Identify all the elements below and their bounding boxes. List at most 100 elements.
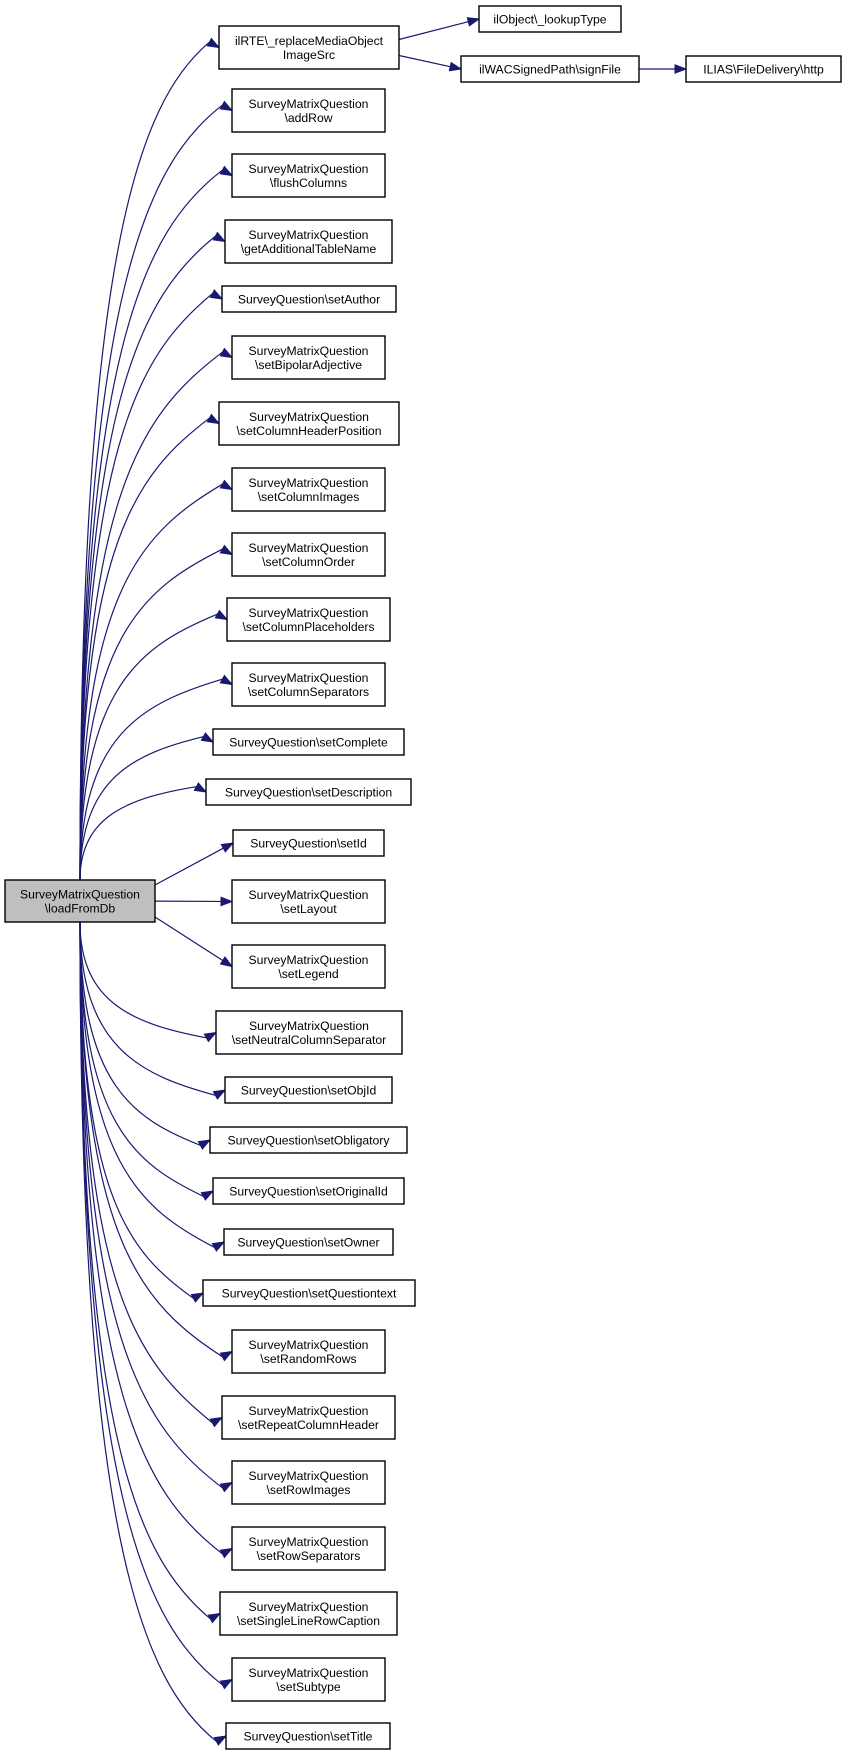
edge-root-to-n_obligatory-arrowhead <box>197 1139 212 1150</box>
node-n_rowseparators[interactable]: SurveyMatrixQuestion\setRowSeparators <box>231 1526 386 1571</box>
node-box[interactable] <box>685 55 842 83</box>
node-box[interactable] <box>225 1722 391 1750</box>
edge-root-to-n_owner-arrowhead <box>211 1241 226 1252</box>
node-n_description[interactable]: SurveyQuestion\setDescription <box>205 778 412 806</box>
node-box[interactable] <box>202 1279 416 1307</box>
node-label: \setSingleLineRowCaption <box>237 1614 380 1628</box>
node-label: SurveyMatrixQuestion <box>249 541 369 555</box>
node-n_colorder[interactable]: SurveyMatrixQuestion\setColumnOrder <box>231 532 386 577</box>
node-box[interactable] <box>231 88 386 133</box>
node-box[interactable] <box>231 1460 386 1505</box>
node-n_setid[interactable]: SurveyQuestion\setId <box>232 829 385 857</box>
node-label: SurveyQuestion\setId <box>250 837 367 851</box>
node-n_addrow[interactable]: SurveyMatrixQuestion\addRow <box>231 88 386 133</box>
edge-root-to-n_description <box>79 786 197 881</box>
node-box[interactable] <box>231 467 386 512</box>
node-n_colseparators[interactable]: SurveyMatrixQuestion\setColumnSeparators <box>231 662 386 707</box>
node-box[interactable] <box>231 662 386 707</box>
node-n_flushcolumns[interactable]: SurveyMatrixQuestion\flushColumns <box>231 153 386 198</box>
node-n_gettable[interactable]: SurveyMatrixQuestion\getAdditionalTableN… <box>224 219 393 264</box>
node-box[interactable] <box>231 153 386 198</box>
edge-root-to-n_originalid <box>79 921 204 1197</box>
node-n_objid[interactable]: SurveyQuestion\setObjId <box>224 1076 393 1104</box>
node-box[interactable] <box>209 1126 408 1154</box>
node-n_layout[interactable]: SurveyMatrixQuestion\setLayout <box>231 879 386 924</box>
node-label: SurveyMatrixQuestion <box>249 1019 369 1033</box>
node-box[interactable] <box>231 944 386 989</box>
node-box[interactable] <box>478 5 622 33</box>
node-n_rowimages[interactable]: SurveyMatrixQuestion\setRowImages <box>231 1460 386 1505</box>
node-n_singleline[interactable]: SurveyMatrixQuestion\setSingleLineRowCap… <box>219 1591 398 1636</box>
node-label: SurveyMatrixQuestion <box>249 410 369 424</box>
edge-root-to-n_description-arrowhead <box>193 782 208 793</box>
edge-n_rte-to-n_lookup <box>398 21 469 41</box>
edge-root-to-n_singleline <box>79 921 211 1620</box>
node-label: SurveyQuestion\setOwner <box>237 1236 379 1250</box>
edge-root-to-n_objid <box>79 921 216 1096</box>
node-n_repeatheader[interactable]: SurveyMatrixQuestion\setRepeatColumnHead… <box>221 1395 396 1440</box>
node-box[interactable] <box>231 532 386 577</box>
node-box[interactable] <box>231 1657 386 1702</box>
node-n_title[interactable]: SurveyQuestion\setTitle <box>225 1722 391 1750</box>
node-box[interactable] <box>231 879 386 924</box>
node-box[interactable] <box>224 1076 393 1104</box>
node-box[interactable] <box>219 1591 398 1636</box>
node-n_legend[interactable]: SurveyMatrixQuestion\setLegend <box>231 944 386 989</box>
edge-root-to-n_colimages-arrowhead <box>219 479 234 491</box>
node-box[interactable] <box>231 1329 386 1374</box>
node-n_obligatory[interactable]: SurveyQuestion\setObligatory <box>209 1126 408 1154</box>
node-box[interactable] <box>460 55 640 83</box>
edge-root-to-n_gettable-arrowhead <box>212 231 227 243</box>
node-label: SurveyQuestion\setObjId <box>241 1084 377 1098</box>
node-n_bipolar[interactable]: SurveyMatrixQuestion\setBipolarAdjective <box>231 335 386 380</box>
edge-root-to-n_flushcolumns-arrowhead <box>219 165 234 177</box>
node-box[interactable] <box>4 879 156 923</box>
node-n_questiontext[interactable]: SurveyQuestion\setQuestiontext <box>202 1279 416 1307</box>
node-n_colheaderpos[interactable]: SurveyMatrixQuestion\setColumnHeaderPosi… <box>218 401 400 446</box>
node-n_http[interactable]: ILIAS\FileDelivery\http <box>685 55 842 83</box>
node-label: \setColumnImages <box>258 490 360 504</box>
node-box[interactable] <box>232 829 385 857</box>
node-label: SurveyMatrixQuestion <box>249 97 369 111</box>
node-box[interactable] <box>212 1177 405 1205</box>
edge-root-to-n_title-arrowhead <box>213 1735 228 1746</box>
node-box[interactable] <box>205 778 412 806</box>
node-n_colplaceholders[interactable]: SurveyMatrixQuestion\setColumnPlaceholde… <box>226 597 391 642</box>
edge-root-to-n_rte-arrowhead <box>206 37 221 49</box>
node-n_owner[interactable]: SurveyQuestion\setOwner <box>223 1228 394 1256</box>
node-n_lookup[interactable]: ilObject\_lookupType <box>478 5 622 33</box>
node-n_complete[interactable]: SurveyQuestion\setComplete <box>212 728 405 756</box>
node-box[interactable] <box>221 285 397 313</box>
node-box[interactable] <box>221 1395 396 1440</box>
node-n_signfile[interactable]: ilWACSignedPath\signFile <box>460 55 640 83</box>
edge-root-to-n_setauthor-arrowhead <box>209 289 224 300</box>
node-n_neutralsep[interactable]: SurveyMatrixQuestion\setNeutralColumnSep… <box>215 1010 403 1055</box>
node-box[interactable] <box>218 401 400 446</box>
edge-root-to-n_bipolar <box>79 351 223 881</box>
node-n_subtype[interactable]: SurveyMatrixQuestion\setSubtype <box>231 1657 386 1702</box>
edge-root-to-n_randomrows-arrowhead <box>219 1350 234 1362</box>
node-n_randomrows[interactable]: SurveyMatrixQuestion\setRandomRows <box>231 1329 386 1374</box>
node-label: SurveyMatrixQuestion <box>249 1469 369 1483</box>
node-root[interactable]: SurveyMatrixQuestion\loadFromDb <box>4 879 156 923</box>
node-n_originalid[interactable]: SurveyQuestion\setOriginalId <box>212 1177 405 1205</box>
edge-root-to-n_neutralsep-arrowhead <box>203 1031 218 1043</box>
node-label: SurveyMatrixQuestion <box>249 888 369 902</box>
node-box[interactable] <box>215 1010 403 1055</box>
node-label: SurveyMatrixQuestion <box>249 1338 369 1352</box>
node-box[interactable] <box>226 597 391 642</box>
node-box[interactable] <box>218 25 400 70</box>
node-box[interactable] <box>212 728 405 756</box>
edge-root-to-n_colheaderpos <box>79 417 210 881</box>
nodes-layer: SurveyMatrixQuestion\loadFromDb ilRTE\_re… <box>4 5 842 1750</box>
node-box[interactable] <box>231 1526 386 1571</box>
node-box[interactable] <box>224 219 393 264</box>
node-n_colimages[interactable]: SurveyMatrixQuestion\setColumnImages <box>231 467 386 512</box>
edges-layer <box>79 17 688 1746</box>
edge-root-to-n_repeatheader-arrowhead <box>209 1416 224 1428</box>
node-box[interactable] <box>231 335 386 380</box>
node-box[interactable] <box>223 1228 394 1256</box>
node-n_setauthor[interactable]: SurveyQuestion\setAuthor <box>221 285 397 313</box>
node-label: SurveyQuestion\setObligatory <box>228 1134 391 1148</box>
